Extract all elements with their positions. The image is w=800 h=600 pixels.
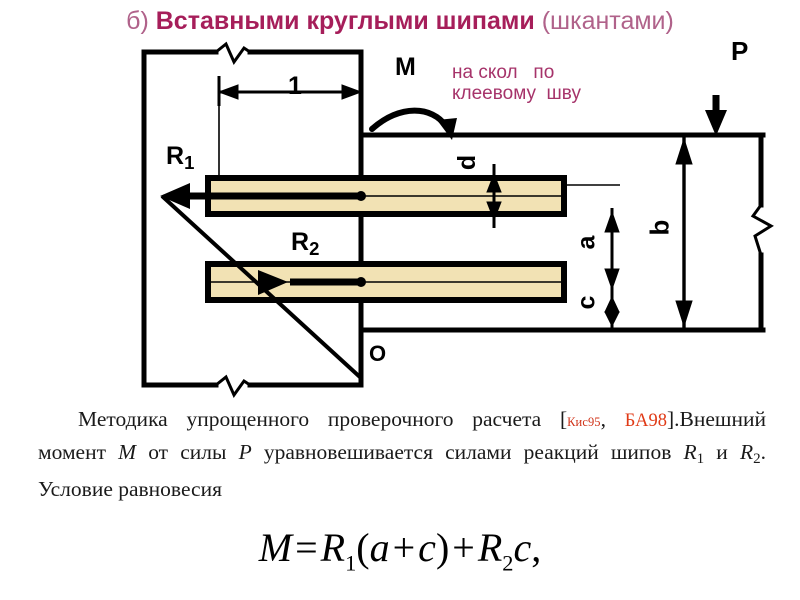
label-dim-c: c [572, 295, 601, 310]
dimension-line-d [486, 164, 502, 228]
body-text-2b: от силы [136, 440, 239, 464]
var-R2-sub: 2 [753, 450, 761, 467]
reaction-arrow-R1 [160, 183, 361, 209]
moment-arrow-M [369, 107, 449, 132]
dimension-line-b [675, 135, 693, 330]
body-text-2e: . Условие равновесия [38, 440, 766, 501]
formula-R1: R [320, 525, 346, 570]
dimension-line-c [604, 293, 620, 330]
formula-paren-open: ( [356, 525, 370, 570]
body-text-1: Методика упрощенного проверочного расчет… [78, 407, 560, 431]
body-text-2d: и [704, 440, 740, 464]
citation-separator: , [600, 407, 625, 431]
formula-lhs-M: M [258, 525, 293, 570]
formula-c-1: c [418, 525, 436, 570]
bracket-close: ]. [666, 407, 680, 431]
annotation-line-2: клеевому шву [452, 83, 581, 104]
var-R1-sub: 1 [696, 450, 705, 467]
var-M: M [118, 440, 137, 464]
formula-paren-close: ) [435, 525, 450, 570]
diagram-svg [141, 41, 774, 399]
label-force-P: P [731, 36, 749, 66]
body-paragraph: Методика упрощенного проверочного расчет… [38, 404, 766, 504]
title-prefix: б) [126, 7, 156, 35]
equilibrium-formula: M=R1(a+c)+R2c, [0, 524, 800, 576]
dimension-line-1 [217, 76, 363, 106]
label-reaction-R1: R1 [166, 142, 194, 174]
force-arrow-P [705, 95, 727, 136]
member-outline-left [141, 49, 364, 388]
var-R2-letter: R [739, 440, 754, 464]
body-text-2a: Внешний момент [38, 407, 766, 464]
label-R2-sub: 2 [309, 238, 320, 260]
citation-group: [Кис95, БА98]. [560, 407, 680, 431]
formula-R2-sub: 2 [502, 550, 514, 576]
break-symbol-left [215, 41, 251, 399]
formula-R2: R [477, 525, 503, 570]
var-R1: R1 [683, 440, 705, 467]
bracket-open: [ [559, 407, 568, 431]
formula-R1-sub: 1 [345, 550, 357, 576]
stress-distribution-line [160, 194, 363, 380]
formula-a: a [369, 525, 390, 570]
formula-plus-2: + [452, 525, 475, 570]
var-R2: R2 [739, 440, 761, 467]
label-origin-O: O [369, 341, 387, 366]
formula-comma: , [531, 525, 542, 570]
page-title: б) Вставными круглыми шипами (шкантами) [0, 6, 800, 36]
body-text-2c: уравновешивается силами реакций шипов [251, 440, 684, 464]
formula-equals: = [295, 525, 318, 570]
annotation-line-1: на скол по [452, 62, 555, 83]
label-R1-sub: 1 [184, 152, 195, 174]
break-symbol-right [750, 204, 774, 256]
member-outline-right [358, 132, 766, 333]
engineering-diagram [0, 40, 800, 400]
label-reaction-R2: R2 [291, 228, 319, 260]
label-dim-d: d [453, 154, 482, 171]
var-P: P [238, 440, 252, 464]
title-main: Вставными круглыми шипами [155, 7, 535, 35]
var-R1-letter: R [683, 440, 697, 464]
dimension-line-a [604, 208, 620, 293]
formula-plus-1: + [392, 525, 416, 570]
moment-arrow-head [437, 118, 457, 140]
formula-c-2: c [513, 525, 532, 570]
label-dim-a: a [572, 235, 601, 250]
title-suffix: (шкантами) [534, 7, 674, 35]
citation-ba98: БА98 [624, 410, 667, 430]
label-R1-letter: R [166, 142, 185, 170]
label-R2-letter: R [291, 228, 310, 256]
citation-kis95: Кис95 [567, 415, 601, 429]
label-length-1: 1 [288, 72, 302, 100]
label-dim-b: b [644, 219, 675, 236]
label-moment-M: M [395, 53, 416, 81]
